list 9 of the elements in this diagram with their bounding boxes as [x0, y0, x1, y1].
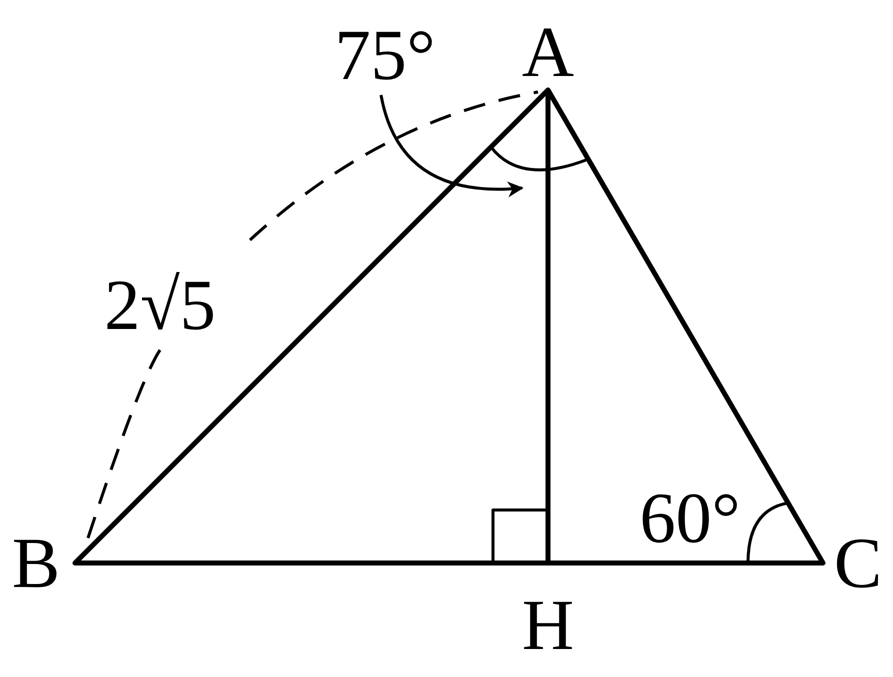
angle-label: 75°	[334, 19, 436, 91]
length-label: 2√5	[104, 269, 216, 341]
curved-arrow	[380, 94, 524, 197]
vertex-label: C	[834, 527, 882, 599]
angle-arc	[490, 146, 586, 172]
angle-label: 60°	[640, 482, 740, 554]
vertex-label: H	[522, 589, 574, 661]
vertex-label: A	[522, 16, 574, 88]
vertex-label: B	[12, 527, 60, 599]
